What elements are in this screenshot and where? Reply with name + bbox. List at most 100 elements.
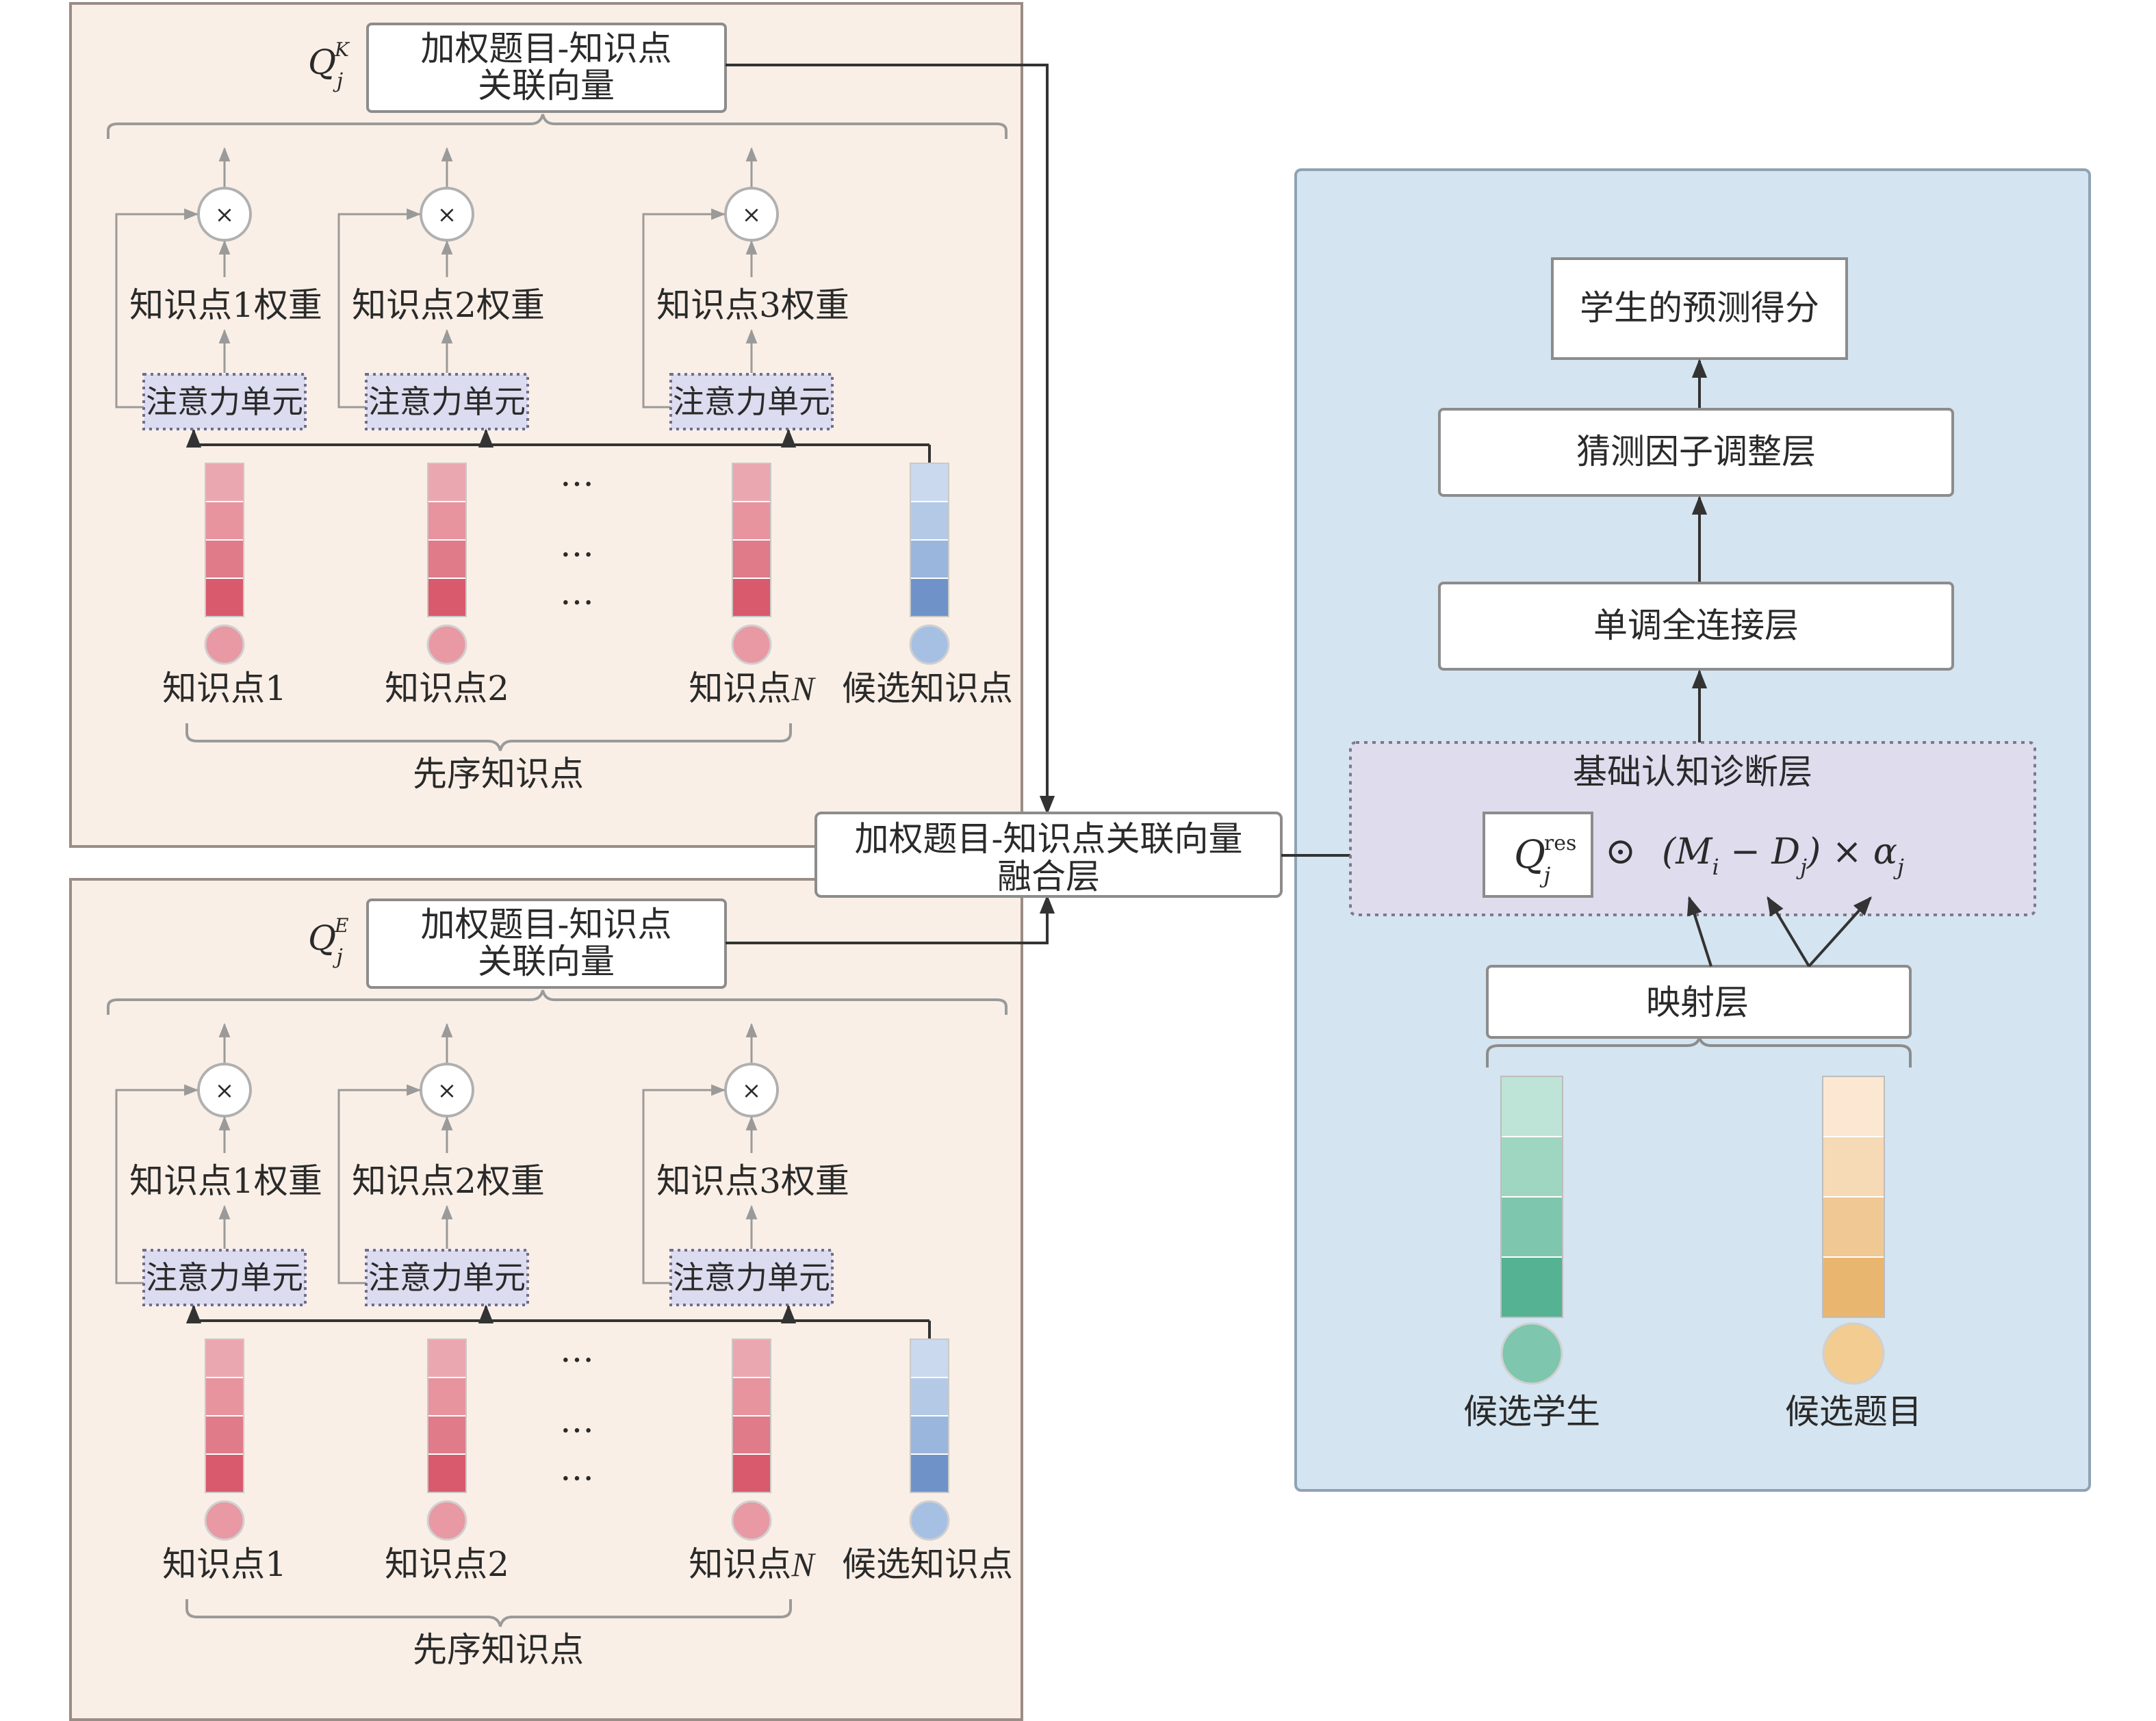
fusion-layer: 加权题目-知识点关联向量 融合层 xyxy=(814,812,1283,898)
prior-embedding-cell xyxy=(205,539,244,579)
monotonic-fc-layer: 单调全连接层 xyxy=(1438,582,1954,671)
embedding-outline xyxy=(732,1338,771,1493)
node-label-candidate: 候选知识点 xyxy=(842,669,1013,708)
prior-embedding-cell xyxy=(205,501,244,541)
ellipsis: … xyxy=(560,1330,594,1370)
prior-knowledge-label: 先序知识点 xyxy=(413,1630,584,1670)
formula-expression: (Mi − Dj) × αj xyxy=(1662,831,1904,880)
arrow-mapping-to-alpha xyxy=(1808,896,1872,968)
node-label-2: 知识点2 xyxy=(385,669,509,708)
attention-unit-label: 注意力单元 xyxy=(146,383,303,420)
candidate-embedding-cell xyxy=(910,578,949,617)
student-embedding-cell xyxy=(1500,1136,1563,1198)
embedding-outline xyxy=(427,1338,467,1493)
knowledge-weight-label: 知识点2权重 xyxy=(352,1161,545,1201)
node-label-candidate: 候选知识点 xyxy=(842,1544,1013,1584)
ellipsis: … xyxy=(560,525,594,565)
ellipsis: … xyxy=(560,573,594,612)
guess-factor-layer: 猜测因子调整层 xyxy=(1438,408,1954,497)
prior-knowledge-node xyxy=(731,624,772,665)
student-embedding-outline xyxy=(1500,1076,1563,1318)
student-embedding-cell xyxy=(1500,1076,1563,1137)
knowledge-weight-label: 知识点1权重 xyxy=(129,1161,322,1201)
prior-embedding-cell xyxy=(732,1415,771,1455)
candidate-knowledge-node xyxy=(909,1500,950,1541)
weighted-vector-line2: 关联向量 xyxy=(478,66,615,105)
bypass-connection xyxy=(337,208,422,409)
prior-knowledge-label: 先序知识点 xyxy=(413,754,584,794)
prior-knowledge-node xyxy=(731,1500,772,1541)
mapping-layer: 映射层 xyxy=(1486,965,1912,1039)
node-label-1: 知识点1 xyxy=(162,669,287,708)
node-label-2: 知识点2 xyxy=(385,1544,509,1584)
attention-unit xyxy=(365,1249,529,1306)
connector-top-to-fusion xyxy=(726,64,1055,815)
weighted-vector-line1: 加权题目-知识点 xyxy=(421,905,672,944)
prior-embedding-cell xyxy=(732,1377,771,1416)
multiply-symbol: × xyxy=(215,1077,235,1104)
prior-knowledge-brace xyxy=(185,1599,792,1627)
ellipsis: … xyxy=(560,1401,594,1440)
fusion-layer-line1: 加权题目-知识点关联向量 xyxy=(855,819,1243,859)
bypass-connection xyxy=(115,208,199,409)
multiply-symbol: × xyxy=(215,201,235,229)
prior-embedding-cell xyxy=(427,1338,467,1378)
embedding-outline xyxy=(910,1338,949,1493)
candidate-embedding-cell xyxy=(910,1338,949,1378)
prior-embedding-cell xyxy=(205,1338,244,1378)
multiply-symbol: × xyxy=(437,1077,457,1104)
ellipsis: … xyxy=(560,454,594,494)
bypass-connection xyxy=(115,1084,199,1284)
prior-embedding-cell xyxy=(205,1377,244,1416)
fusion-layer-line2: 融合层 xyxy=(997,857,1100,896)
student-embedding-cell xyxy=(1500,1196,1563,1258)
prediction-output-label: 学生的预测得分 xyxy=(1580,288,1819,328)
prior-embedding-cell xyxy=(427,463,467,502)
prior-embedding-cell xyxy=(205,1453,244,1493)
attention-unit xyxy=(142,373,307,430)
attention-unit xyxy=(669,1249,834,1306)
arrow-mapping-to-dj xyxy=(1767,896,1810,968)
guess-factor-label: 猜测因子调整层 xyxy=(1576,432,1816,471)
monotonic-fc-label: 单调全连接层 xyxy=(1593,606,1799,645)
attention-unit-label: 注意力单元 xyxy=(368,1259,526,1296)
node-label-n: 知识点N xyxy=(689,669,816,708)
qres-box xyxy=(1483,812,1593,898)
embedding-outline xyxy=(205,463,244,617)
multiply-symbol: × xyxy=(437,201,457,229)
prior-knowledge-node xyxy=(426,624,467,665)
candidate-item-node xyxy=(1822,1322,1885,1385)
weights-brace xyxy=(107,114,1008,139)
candidate-item-label: 候选题目 xyxy=(1785,1392,1922,1432)
attention-unit xyxy=(142,1249,307,1306)
knowledge-weight-label: 知识点3权重 xyxy=(656,285,849,325)
item-embedding-outline xyxy=(1822,1076,1885,1318)
student-embedding-cell xyxy=(1500,1256,1563,1318)
prior-embedding-cell xyxy=(205,578,244,617)
weights-brace xyxy=(107,989,1008,1015)
candidate-embeddings: 候选学生候选题目 xyxy=(1463,1076,1922,1432)
weighted-vector-box xyxy=(366,23,727,113)
prior-knowledge-node xyxy=(204,624,245,665)
node-label-1: 知识点1 xyxy=(162,1544,287,1584)
node-label-n: 知识点N xyxy=(689,1544,816,1584)
candidate-embedding-cell xyxy=(910,501,949,541)
item-embedding-cell xyxy=(1822,1256,1885,1318)
item-embedding-cell xyxy=(1822,1136,1885,1198)
candidate-student-node xyxy=(1500,1322,1563,1385)
connector-bottom-to-fusion xyxy=(726,894,1055,944)
attention-unit-label: 注意力单元 xyxy=(146,1259,303,1296)
candidate-embedding-cell xyxy=(910,463,949,502)
bypass-connection xyxy=(642,208,726,409)
prior-embedding-cell xyxy=(427,1377,467,1416)
prior-embedding-cell xyxy=(732,1338,771,1378)
attention-unit-label: 注意力单元 xyxy=(673,1259,830,1296)
prior-embedding-cell xyxy=(427,501,467,541)
embedding-outline xyxy=(732,463,771,617)
